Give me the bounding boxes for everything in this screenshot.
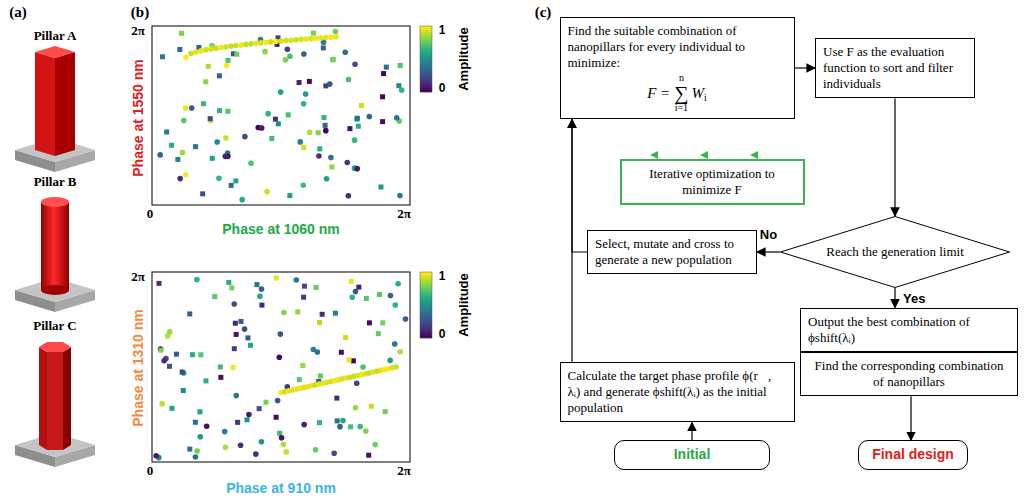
formula-part: F = bbox=[647, 84, 670, 103]
node-text: Find the corresponding combination of na… bbox=[808, 358, 1010, 391]
node-text: Final design bbox=[866, 446, 960, 464]
figure-label: Pillar A bbox=[34, 28, 77, 44]
figure-label: 1 bbox=[439, 269, 446, 283]
figure-label: 1 bbox=[439, 23, 446, 37]
figure-label: Amplitude bbox=[456, 273, 471, 337]
end-terminal: Final design bbox=[858, 440, 968, 470]
decision-diamond: Reach the generation limit bbox=[780, 216, 1010, 288]
flow-arrow bbox=[910, 396, 911, 440]
process-box: Calculate the target phase profile ϕ(r⃗,… bbox=[560, 362, 795, 423]
figure-label: 2π bbox=[131, 269, 145, 285]
figure-label: 0 bbox=[147, 206, 154, 222]
flow-arrow bbox=[757, 251, 780, 252]
flow-arrow bbox=[894, 288, 895, 308]
node-text: Initial bbox=[622, 446, 762, 464]
edge-label: No bbox=[758, 227, 779, 242]
pillar-c-figure bbox=[15, 342, 95, 467]
figure-label: 2π bbox=[397, 206, 411, 222]
figure-label: Pillar C bbox=[33, 318, 76, 334]
flow-arrow bbox=[894, 98, 895, 216]
figure-label: 2π bbox=[131, 23, 145, 39]
loop-note-box: Iterative optimization to minimize F bbox=[620, 159, 805, 206]
node-text: Select, mutate and cross to generate a n… bbox=[595, 236, 749, 269]
formula-part: i=1 bbox=[675, 103, 688, 113]
flow-arrow bbox=[691, 422, 692, 440]
plot-frame bbox=[152, 26, 410, 205]
figure-label: Phase at 1310 nm bbox=[130, 309, 146, 427]
figure-label: 0 bbox=[439, 81, 446, 95]
node-text: Iterative optimization to minimize F bbox=[629, 166, 796, 199]
node-text: Calculate the target phase profile ϕ(r⃗,… bbox=[568, 368, 787, 417]
formula-part: ∑ bbox=[674, 83, 688, 103]
process-box: Use F as the evaluation function to sort… bbox=[815, 38, 975, 99]
formula: F = n∑i=1 Wi bbox=[568, 73, 787, 113]
figure-label: Amplitude bbox=[456, 27, 471, 91]
figure-label: Pillar B bbox=[34, 174, 77, 190]
node-text: Reach the generation limit bbox=[826, 244, 964, 260]
figure-label: Phase at 1060 nm bbox=[222, 221, 340, 237]
figure-label: 0 bbox=[439, 327, 446, 341]
colorbar bbox=[420, 26, 432, 338]
flow-arrow bbox=[795, 67, 816, 68]
figure-label: (b) bbox=[131, 4, 149, 21]
process-box: Find the corresponding combination of na… bbox=[800, 352, 1018, 397]
pillar-a-figure bbox=[15, 46, 95, 172]
start-terminal: Initial bbox=[614, 440, 770, 470]
formula-part: W bbox=[692, 84, 705, 103]
process-box: Find the suitable combination of nanopil… bbox=[560, 17, 795, 120]
formula-part: i bbox=[704, 92, 707, 105]
edge-label: Yes bbox=[901, 290, 927, 305]
node-text: Output the best combination of ϕshift(λᵢ… bbox=[808, 314, 1010, 347]
flow-arrow bbox=[571, 119, 572, 361]
pillar-b-figure bbox=[15, 197, 95, 312]
figure-label: 2π bbox=[397, 463, 411, 479]
plot-frame bbox=[152, 272, 410, 462]
flow-arrow bbox=[572, 119, 587, 252]
figure-label: Phase at 1550 nm bbox=[130, 59, 146, 177]
figure-label: (a) bbox=[9, 4, 27, 21]
process-box: Select, mutate and cross to generate a n… bbox=[587, 230, 757, 275]
node-text: Use F as the evaluation function to sort… bbox=[823, 44, 967, 93]
node-text: Find the suitable combination of nanopil… bbox=[568, 23, 787, 72]
figure-label: (c) bbox=[535, 4, 552, 21]
figure-label: 0 bbox=[147, 463, 154, 479]
process-box: Output the best combination of ϕshift(λᵢ… bbox=[800, 308, 1018, 353]
figure-label: Phase at 910 nm bbox=[226, 480, 336, 496]
scatter-points bbox=[153, 29, 408, 461]
formula-part: n bbox=[679, 73, 684, 83]
